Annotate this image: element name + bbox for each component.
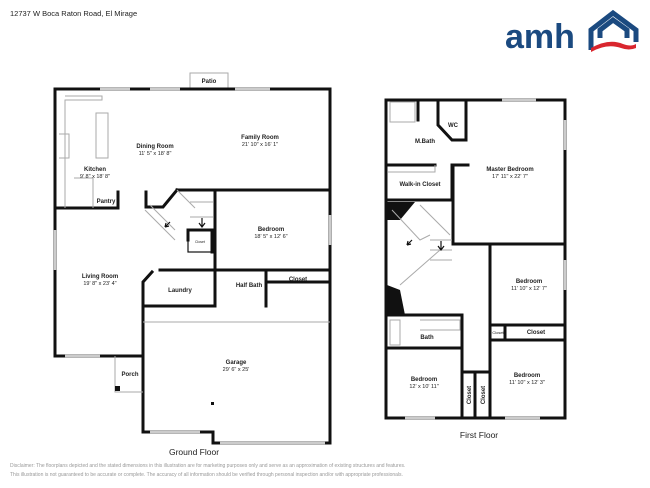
- room-name: Bedroom: [516, 279, 542, 285]
- first-floor-labels: M.Bath WC Walk-in Closet Master Bedroom …: [399, 123, 547, 440]
- room-name: Kitchen: [84, 167, 106, 173]
- room-name: Walk-in Closet: [399, 182, 440, 188]
- ground-floor-walls: [53, 72, 332, 445]
- room-name: M.Bath: [415, 139, 435, 145]
- room-name: Half Bath: [236, 283, 263, 289]
- room-dims: 11' 10" x 12' 7": [511, 286, 547, 292]
- room-dims: 29' 6" x 25': [223, 367, 250, 373]
- first-floor-walls: [384, 98, 567, 420]
- room-name: Living Room: [82, 274, 118, 280]
- room-dims: 12' x 10' 11": [409, 384, 438, 390]
- room-dims: 18' 5" x 12' 6": [254, 234, 287, 240]
- amh-logo: amh: [505, 9, 639, 54]
- room-name: Closet: [195, 240, 205, 244]
- room-name: Patio: [202, 79, 217, 85]
- room-name: Bedroom: [411, 377, 437, 383]
- room-name: Bath: [420, 335, 434, 341]
- room-name: Master Bedroom: [486, 167, 533, 173]
- room-name: Closet: [289, 277, 307, 283]
- ground-floor-labels: Patio Dining Room 11' 5" x 18' 8" Family…: [80, 79, 307, 457]
- room-dims: 9' 8" x 18' 8": [80, 174, 110, 180]
- floor-label: First Floor: [460, 430, 498, 440]
- room-name: Family Room: [241, 135, 279, 141]
- room-dims: 19' 8" x 23' 4": [83, 281, 116, 287]
- room-name: Bedroom: [514, 373, 540, 379]
- room-dims: 11' 5" x 18' 8": [139, 151, 172, 157]
- room-name: Pantry: [97, 199, 116, 205]
- disclaimer-line: Disclaimer: The floorplans depicted and …: [10, 463, 406, 469]
- room-name: Closet: [492, 330, 504, 335]
- room-dims: 21' 10" x 16' 1": [242, 142, 278, 148]
- room-name: Closet: [527, 330, 545, 336]
- room-name: Porch: [121, 372, 138, 378]
- room-name: Closet: [467, 386, 473, 404]
- swoosh-icon: [591, 41, 636, 52]
- house-icon: [588, 9, 639, 50]
- floor-label: Ground Floor: [169, 447, 219, 457]
- room-name: WC: [448, 123, 459, 129]
- room-name: Garage: [226, 360, 247, 366]
- disclaimer-line: This illustration is not guaranteed to b…: [10, 472, 403, 478]
- room-dims: 11' 10" x 12' 3": [509, 380, 545, 386]
- logo-text: amh: [505, 18, 575, 54]
- room-name: Laundry: [168, 288, 192, 294]
- room-name: Dining Room: [136, 144, 173, 150]
- room-dims: 17' 11" x 22' 7": [492, 174, 528, 180]
- room-name: Closet: [481, 386, 487, 404]
- room-name: Bedroom: [258, 227, 284, 233]
- property-address: 12737 W Boca Raton Road, El Mirage: [10, 9, 138, 18]
